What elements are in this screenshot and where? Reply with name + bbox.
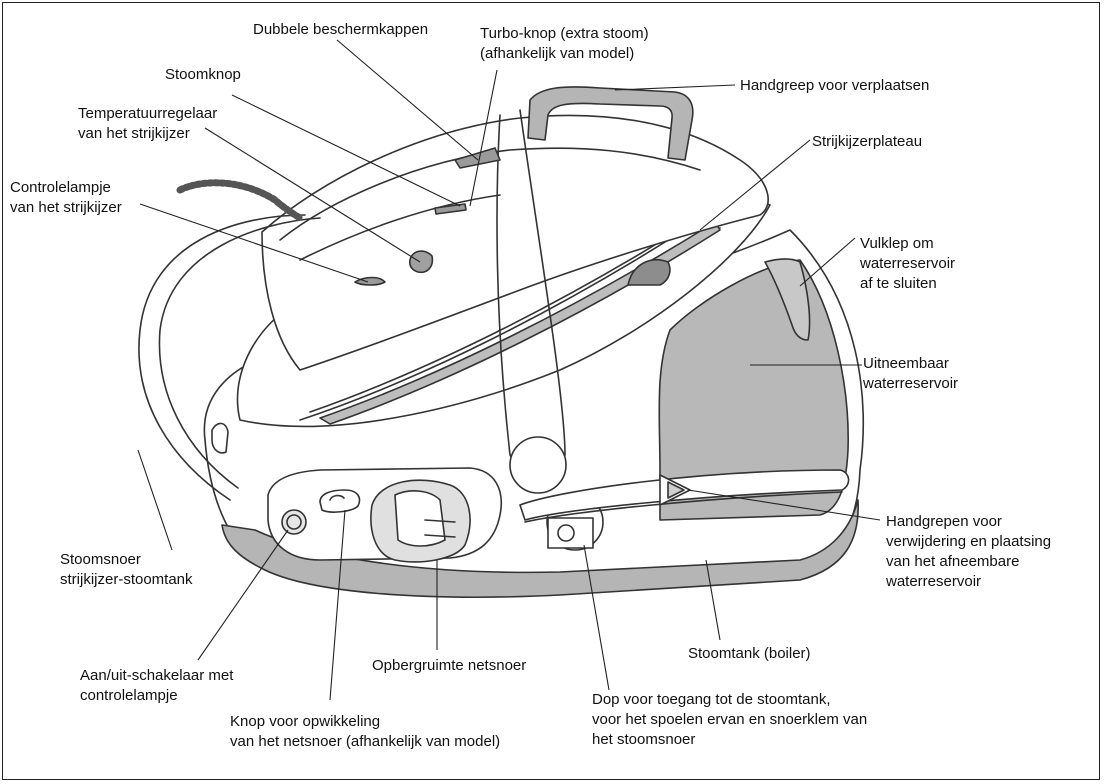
label-strijkijzerplateau: Strijkijzerplateau <box>812 133 923 150</box>
label-stoomknop: Stoomknop <box>165 66 241 83</box>
iron-handle <box>527 86 694 161</box>
label-opbergruimte: Opbergruimte netsnoer <box>372 657 527 674</box>
indicator-lamp <box>354 276 386 286</box>
label-handgrepen: Handgrepen voor verwijdering en plaatsin… <box>886 513 1052 590</box>
boiler-bottom-band <box>221 499 859 599</box>
label-stoomsnoer: Stoomsnoer strijkijzer-stoomtank <box>60 551 193 588</box>
label-waterreservoir: Uitneembaar waterreservoir <box>863 355 959 392</box>
steam-button <box>434 203 467 215</box>
cord-rewind-button <box>319 489 361 513</box>
platform-dome <box>627 259 671 286</box>
label-knop-opwikkeling: Knop voor opwikkeling van het netsnoer (… <box>230 713 501 750</box>
power-switch <box>281 509 307 535</box>
label-temperatuurregelaar: Temperatuurregelaar van het strijkijzer <box>78 105 218 142</box>
label-stoomtank: Stoomtank (boiler) <box>688 645 811 662</box>
cord-spring <box>176 179 304 222</box>
label-handgreep: Handgreep voor verplaatsen <box>740 77 930 94</box>
reservoir-handles <box>519 469 850 521</box>
label-aan-uit: Aan/uit-schakelaar met controlelampje <box>80 667 234 704</box>
label-turbo-knop: Turbo-knop (extra stoom) (afhankelijk va… <box>480 25 649 62</box>
label-dop: Dop voor toegang tot de stoomtank, voor … <box>592 691 868 748</box>
temperature-knob <box>409 250 434 274</box>
iron-body <box>261 114 769 371</box>
steam-cord <box>138 214 306 501</box>
label-controlelampje: Controlelampje van het strijkijzer <box>10 179 122 216</box>
label-vulklep: Vulklep om waterreservoir af te sluiten <box>860 235 956 292</box>
label-dubbele-beschermkappen: Dubbele beschermkappen <box>253 21 429 38</box>
filler-flap <box>764 258 811 341</box>
turbo-knob <box>509 436 567 494</box>
